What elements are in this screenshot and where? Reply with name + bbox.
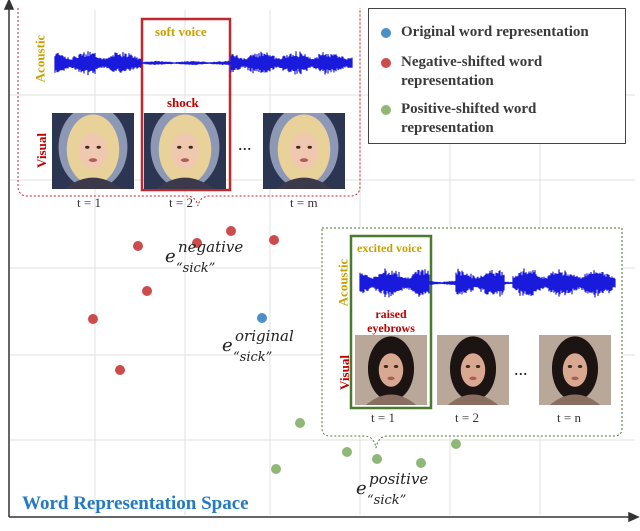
positive-point bbox=[271, 464, 281, 474]
emb-neg-sup: negative bbox=[178, 238, 244, 256]
neg-waveform bbox=[54, 51, 353, 76]
negative-point bbox=[133, 241, 143, 251]
embedding-positive: e positive “sick” bbox=[356, 470, 428, 508]
negative-highlight-box bbox=[140, 17, 232, 192]
pos-waveform bbox=[359, 268, 616, 298]
negative-point bbox=[226, 226, 236, 236]
legend-dot-negative bbox=[381, 58, 391, 68]
neg-highlight-bottom-label: shock bbox=[167, 95, 199, 110]
legend-item-original: Original word representation bbox=[369, 23, 589, 42]
neg-ellipsis: ... bbox=[238, 134, 252, 154]
pos-time-2: t = 2 bbox=[455, 410, 479, 425]
legend-label-positive: Positive-shifted word representation bbox=[401, 101, 537, 136]
emb-orig-sub: “sick” bbox=[233, 350, 273, 365]
positive-point bbox=[342, 447, 352, 457]
negative-point bbox=[115, 365, 125, 375]
neg-video-frame-1 bbox=[52, 113, 134, 189]
positive-highlight-box bbox=[349, 234, 433, 410]
neg-time-2: t = 2 bbox=[169, 195, 193, 210]
embedding-negative: e negative “sick” bbox=[165, 238, 243, 276]
emb-pos-sup: positive bbox=[369, 470, 429, 488]
positive-point bbox=[451, 439, 461, 449]
legend-dot-positive bbox=[381, 105, 391, 115]
positive-point bbox=[416, 458, 426, 468]
emb-orig-base: e bbox=[222, 335, 233, 356]
pos-visual-label: Visual bbox=[336, 355, 352, 390]
pos-highlight-top-label: excited voice bbox=[357, 241, 422, 255]
neg-highlight-top-label: soft voice bbox=[155, 24, 207, 39]
emb-orig-sup: original bbox=[235, 327, 294, 345]
emb-pos-base: e bbox=[356, 478, 367, 499]
space-title: Word Representation Space bbox=[22, 493, 249, 514]
pos-time-n: t = n bbox=[557, 410, 581, 425]
pos-video-frame-n bbox=[539, 335, 611, 405]
axes bbox=[3, 0, 640, 523]
points bbox=[88, 226, 461, 474]
legend-dot-original bbox=[381, 28, 391, 38]
negative-point bbox=[192, 238, 202, 248]
negative-point bbox=[269, 235, 279, 245]
positive-point bbox=[295, 418, 305, 428]
neg-visual-label: Visual bbox=[33, 133, 49, 168]
negative-point bbox=[88, 314, 98, 324]
pos-time-1: t = 1 bbox=[371, 410, 395, 425]
neg-time-m: t = m bbox=[290, 195, 318, 210]
pos-highlight-bottom-label: raised eyebrows bbox=[367, 307, 415, 335]
pos-video-frame-2 bbox=[437, 335, 509, 405]
pos-ellipsis: ... bbox=[514, 359, 528, 379]
legend-item-negative: Negative-shifted word representation bbox=[369, 53, 599, 91]
legend-item-positive: Positive-shifted word representation bbox=[369, 100, 599, 138]
negative-callout bbox=[17, 8, 361, 207]
legend-label-negative: Negative-shifted word representation bbox=[401, 54, 543, 89]
legend-label-original: Original word representation bbox=[401, 24, 589, 40]
neg-acoustic-label: Acoustic bbox=[32, 34, 48, 83]
original-point bbox=[257, 313, 267, 323]
positive-point bbox=[372, 454, 382, 464]
embedding-original: e original “sick” bbox=[222, 327, 294, 365]
waveforms bbox=[54, 51, 616, 298]
emb-neg-sub: “sick” bbox=[176, 261, 216, 276]
pos-video-frame-1 bbox=[355, 335, 427, 405]
negative-point bbox=[142, 286, 152, 296]
pos-acoustic-label: Acoustic bbox=[335, 258, 351, 307]
emb-pos-sub: “sick” bbox=[367, 493, 407, 508]
neg-video-frame-m bbox=[263, 113, 345, 189]
legend: Original word representation Negative-sh… bbox=[368, 8, 626, 144]
emb-neg-base: e bbox=[165, 246, 176, 267]
neg-video-frame-2 bbox=[144, 113, 226, 189]
neg-time-1: t = 1 bbox=[77, 195, 101, 210]
